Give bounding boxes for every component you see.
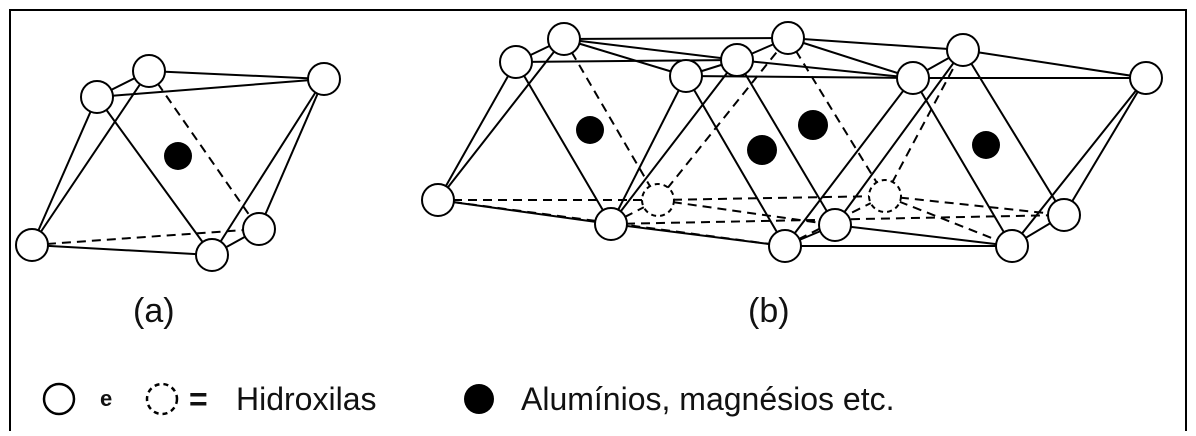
hydroxyl-atom — [132, 54, 166, 88]
legend-connector-text: e — [100, 386, 112, 411]
legend-cation-label: Alumínios, magnésios etc. — [521, 381, 895, 417]
hydroxyl-atom — [771, 21, 805, 55]
legend-equals-sign: = — [189, 381, 208, 417]
hydroxyl-atom — [818, 208, 852, 242]
figure-frame — [9, 9, 1187, 431]
hydroxyl-atom-hidden — [641, 183, 675, 217]
hydroxyl-atom — [499, 45, 533, 79]
hydroxyl-atom — [1047, 198, 1081, 232]
cation-atom — [164, 142, 192, 170]
cation-atom — [798, 110, 828, 140]
hydroxyl-atom — [547, 22, 581, 56]
octahedron-a — [31, 70, 325, 256]
octahedron-a-atoms — [15, 54, 341, 272]
hydroxyl-atom-hidden — [868, 179, 902, 213]
legend: e = Hidroxilas Alumínios, magnésios etc. — [42, 381, 895, 417]
hydroxyl-atom — [195, 238, 229, 272]
hydroxyl-atom — [80, 80, 114, 114]
octahedron-a-hidden-edges — [31, 70, 260, 246]
hydroxyl-atom — [1129, 61, 1163, 95]
hydroxyl-atom — [896, 61, 930, 95]
hydroxyl-atom — [307, 62, 341, 96]
hydroxyl-atom — [669, 59, 703, 93]
hydroxyl-atom — [995, 229, 1029, 263]
hydroxyl-atom — [720, 43, 754, 77]
octahedron-a-solid-edges — [31, 70, 325, 256]
hydroxyl-atom — [242, 212, 276, 246]
legend-hydroxyl-solid-icon — [42, 382, 76, 416]
cation-atom — [972, 131, 1000, 159]
legend-cation-icon — [464, 384, 494, 414]
legend-hydroxyl-label: Hidroxilas — [236, 381, 376, 417]
cation-atom — [747, 135, 777, 165]
sheet-b-atoms — [421, 21, 1163, 263]
hydroxyl-atom — [594, 207, 628, 241]
legend-hydroxyl-dashed-icon — [145, 382, 179, 416]
hydroxyl-atom — [15, 228, 49, 262]
hydroxyl-atom — [946, 33, 980, 67]
hydroxyl-atom — [421, 183, 455, 217]
panel-label-b: (b) — [748, 292, 790, 330]
sheet-b-cations — [576, 110, 1000, 165]
panel-label-a: (a) — [133, 292, 175, 330]
cation-atom — [576, 116, 604, 144]
hydroxyl-atom — [768, 229, 802, 263]
